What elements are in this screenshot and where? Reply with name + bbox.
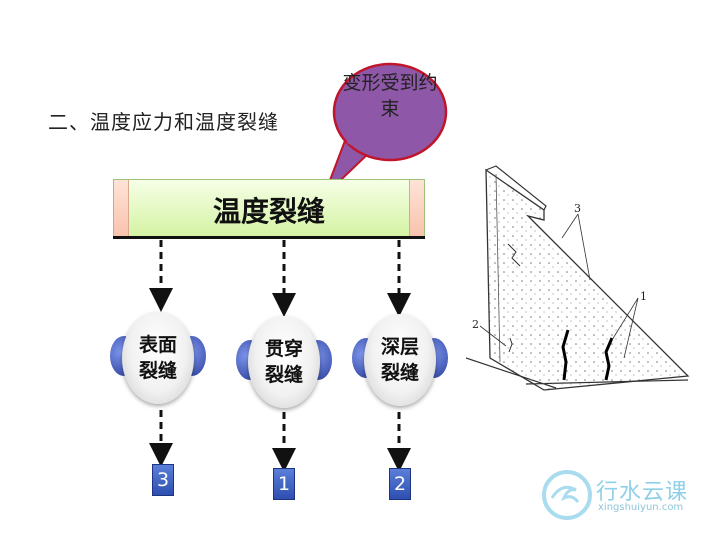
bar-right-cap	[409, 180, 424, 236]
node-disk	[248, 316, 320, 408]
bar-left-cap	[114, 180, 129, 236]
node-label: 表面裂缝	[138, 334, 177, 382]
node-disk	[122, 312, 194, 404]
figure-label-3: 3	[574, 202, 581, 215]
node-through-crack: 贯穿裂缝	[236, 316, 332, 408]
node-surface-crack: 表面裂缝	[110, 312, 206, 404]
watermark-logo-icon	[542, 470, 592, 520]
watermark-name: 行水云课	[596, 480, 689, 505]
bar-baseline	[113, 236, 425, 239]
node-label: 贯穿裂缝	[264, 338, 303, 386]
number-badge-through: 1	[273, 468, 295, 500]
figure-label-2: 2	[472, 318, 479, 331]
node-deep-crack: 深层裂缝	[352, 314, 448, 406]
number-badge-surface: 3	[152, 464, 174, 496]
node-label: 深层裂缝	[380, 336, 419, 384]
node-disk	[364, 314, 436, 406]
temperature-crack-box: 温度裂缝	[113, 179, 425, 237]
dam-section-figure: 3 2 1	[466, 165, 690, 391]
watermark-url: xingshuiyun.com	[598, 502, 684, 513]
number-badge-deep: 2	[389, 468, 411, 500]
callout-text: 变形受到约束	[342, 72, 438, 120]
temperature-crack-title: 温度裂缝	[212, 195, 325, 228]
page-heading: 二、温度应力和温度裂缝	[48, 110, 279, 134]
figure-label-1: 1	[640, 290, 647, 303]
